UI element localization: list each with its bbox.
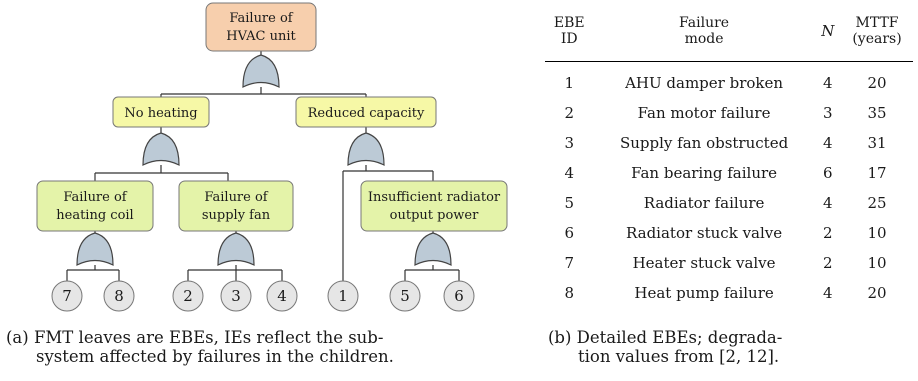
cell-id: 3	[564, 134, 575, 152]
heating-coil-line1: Failure of	[63, 190, 127, 205]
or-gate-supply-fan	[217, 232, 255, 266]
leaf-label: 7	[62, 287, 72, 305]
cell-mttf: 17	[867, 164, 887, 182]
cell-mttf: 25	[867, 194, 887, 212]
table-row: 1 AHU damper broken 4 20	[545, 62, 913, 99]
fault-tree-diagram: Failure of HVAC unit No heating Reduced …	[36, 2, 508, 312]
no-heating-label: No heating	[124, 106, 197, 121]
caption-a-line1: (a) FMT leaves are EBEs, IEs reflect the…	[6, 328, 384, 347]
table-row: 6 Radiator stuck valve 2 10	[545, 218, 913, 248]
leaf-ebe-5: 5	[389, 280, 421, 312]
leaf-ebe-7: 7	[51, 280, 83, 312]
cell-mttf: 10	[867, 254, 887, 272]
caption-b-line2: tion values from [2, 12].	[578, 347, 780, 366]
caption-a-line2: system affected by failures in the child…	[36, 347, 394, 366]
leaf-ebe-4: 4	[266, 280, 298, 312]
leaf-ebe-2: 2	[172, 280, 204, 312]
leaf-ebe-3: 3	[220, 280, 252, 312]
event-heating-coil: Failure of heating coil	[36, 180, 154, 232]
leaf-label: 1	[338, 287, 348, 305]
leaf-ebe-8: 8	[103, 280, 135, 312]
cell-id: 2	[564, 104, 575, 122]
radiator-output-line2: output power	[390, 208, 479, 223]
cell-mttf: 20	[867, 284, 887, 302]
cell-mode: Heater stuck valve	[632, 254, 776, 272]
header-mttf: MTTF(years)	[841, 5, 913, 62]
event-no-heating: No heating	[112, 96, 210, 128]
table-row: 4 Fan bearing failure 6 17	[545, 158, 913, 188]
or-gate-no-heating	[142, 132, 180, 166]
cell-mode: Supply fan obstructed	[619, 134, 789, 152]
cell-id: 4	[564, 164, 575, 182]
event-supply-fan: Failure of supply fan	[178, 180, 294, 232]
supply-fan-line2: supply fan	[202, 208, 271, 223]
leaf-label: 2	[183, 287, 193, 305]
event-reduced-capacity: Reduced capacity	[295, 96, 437, 128]
cell-id: 7	[564, 254, 575, 272]
cell-mode: Heat pump failure	[634, 284, 774, 302]
cell-n: 6	[823, 164, 833, 182]
leaf-ebe-1: 1	[327, 280, 359, 312]
radiator-output-line1: Insufficient radiator	[368, 190, 501, 205]
cell-mttf: 35	[867, 104, 887, 122]
root-event: Failure of HVAC unit	[205, 2, 317, 52]
cell-n: 2	[823, 254, 833, 272]
cell-mode: Fan motor failure	[637, 104, 771, 122]
table-row: 7 Heater stuck valve 2 10	[545, 248, 913, 278]
or-gate-heating-coil	[76, 232, 114, 266]
cell-n: 4	[823, 74, 833, 92]
caption-b-line1: (b) Detailed EBEs; degrada-	[548, 328, 783, 347]
heating-coil-line2: heating coil	[56, 208, 133, 223]
or-gate-root	[242, 54, 280, 88]
cell-mttf: 10	[867, 224, 887, 242]
leaf-label: 8	[114, 287, 124, 305]
leaf-label: 3	[231, 287, 241, 305]
leaf-label: 4	[277, 287, 287, 305]
cell-n: 4	[823, 194, 833, 212]
root-label-line2: HVAC unit	[226, 29, 296, 44]
cell-id: 6	[564, 224, 575, 242]
cell-mode: Radiator failure	[643, 194, 765, 212]
cell-mode: Radiator stuck valve	[626, 224, 783, 242]
cell-n: 3	[823, 104, 833, 122]
supply-fan-line1: Failure of	[204, 190, 268, 205]
table-row: 3 Supply fan obstructed 4 31	[545, 128, 913, 158]
or-gate-reduced-capacity	[347, 132, 385, 166]
leaf-label: 6	[454, 287, 464, 305]
cell-id: 8	[564, 284, 575, 302]
cell-n: 4	[823, 284, 833, 302]
table-row: 5 Radiator failure 4 25	[545, 188, 913, 218]
table-row: 2 Fan motor failure 3 35	[545, 98, 913, 128]
table-row: 8 Heat pump failure 4 20	[545, 278, 913, 308]
cell-id: 1	[564, 74, 575, 92]
cell-mttf: 20	[867, 74, 887, 92]
reduced-capacity-label: Reduced capacity	[308, 106, 425, 121]
leaf-ebe-6: 6	[443, 280, 475, 312]
caption-a: (a) FMT leaves are EBEs, IEs reflect the…	[6, 328, 526, 366]
caption-b: (b) Detailed EBEs; degrada- tion values …	[548, 328, 848, 366]
leaf-label: 5	[400, 287, 410, 305]
root-label-line1: Failure of	[229, 11, 293, 26]
event-radiator-output: Insufficient radiator output power	[360, 180, 508, 232]
cell-mttf: 31	[867, 134, 887, 152]
cell-id: 5	[564, 194, 575, 212]
cell-n: 2	[823, 224, 833, 242]
or-gate-radiator	[414, 232, 452, 266]
cell-mode: AHU damper broken	[625, 74, 784, 92]
header-n: N	[814, 5, 842, 62]
cell-mode: Fan bearing failure	[631, 164, 778, 182]
cell-n: 4	[823, 134, 833, 152]
